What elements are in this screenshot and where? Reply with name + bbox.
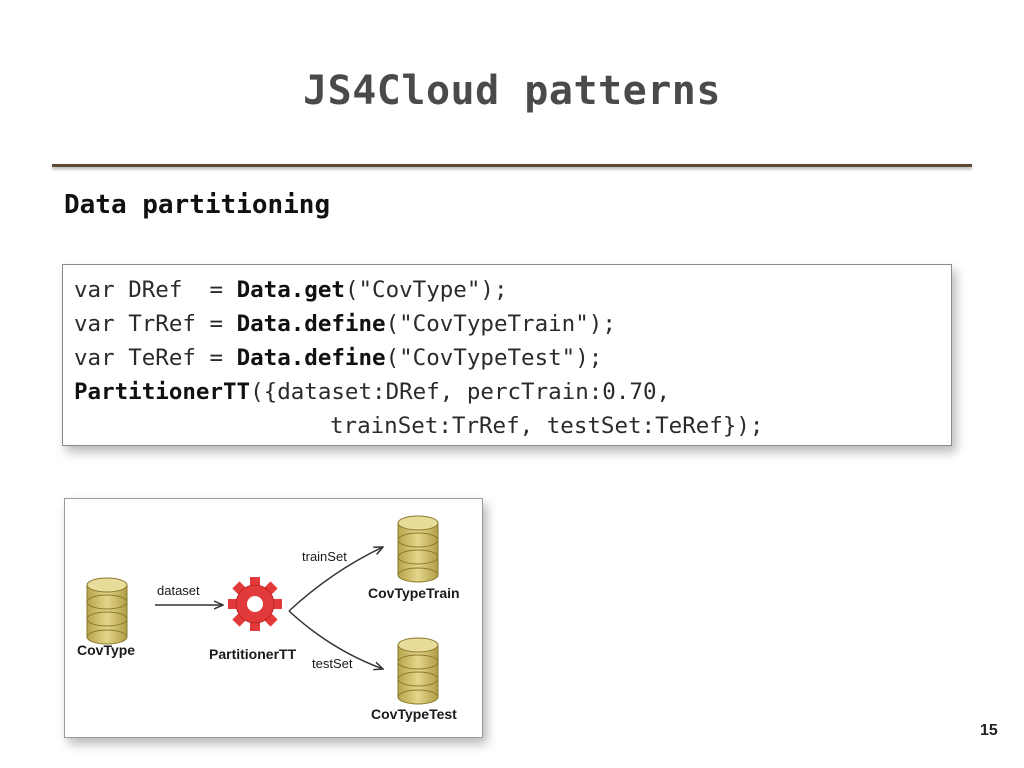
title-divider [52, 164, 972, 167]
code-call: Data.define [236, 345, 386, 371]
code-call: Data.get [236, 277, 345, 303]
code-block: var DRef = Data.get("CovType"); var TrRe… [62, 264, 952, 446]
code-line-1: var DRef = Data.get("CovType"); [74, 277, 508, 303]
code-line-5: trainSet:TrRef, testSet:TeRef}); [330, 413, 764, 439]
trainset-arrow [288, 547, 383, 612]
code-line-3: var TeRef = Data.define("CovTypeTest"); [74, 345, 603, 371]
covtypetest-label: CovTypeTest [371, 706, 457, 722]
trainset-edge-label: trainSet [302, 549, 347, 564]
database-icon [86, 577, 128, 645]
code-call: Data.define [236, 311, 386, 337]
dataset-edge-label: dataset [157, 583, 200, 598]
testset-arrow [288, 610, 383, 669]
workflow-diagram: CovType dataset PartitionerTT trainSet t… [64, 498, 483, 738]
code-call: PartitionerTT [74, 379, 251, 405]
database-icon [397, 515, 439, 583]
gear-icon [228, 577, 282, 631]
code-line-2: var TrRef = Data.define("CovTypeTrain"); [74, 311, 616, 337]
diagram-graphics [86, 515, 439, 705]
section-subtitle: Data partitioning [64, 190, 331, 220]
covtype-label: CovType [77, 642, 136, 658]
database-icon [397, 637, 439, 705]
page-number: 15 [980, 722, 998, 739]
slide-title: JS4Cloud patterns [303, 68, 721, 114]
code-line-4: PartitionerTT({dataset:DRef, percTrain:0… [74, 379, 671, 405]
covtypetrain-label: CovTypeTrain [368, 585, 460, 601]
partitioner-label: PartitionerTT [209, 646, 297, 662]
testset-edge-label: testSet [312, 656, 353, 671]
